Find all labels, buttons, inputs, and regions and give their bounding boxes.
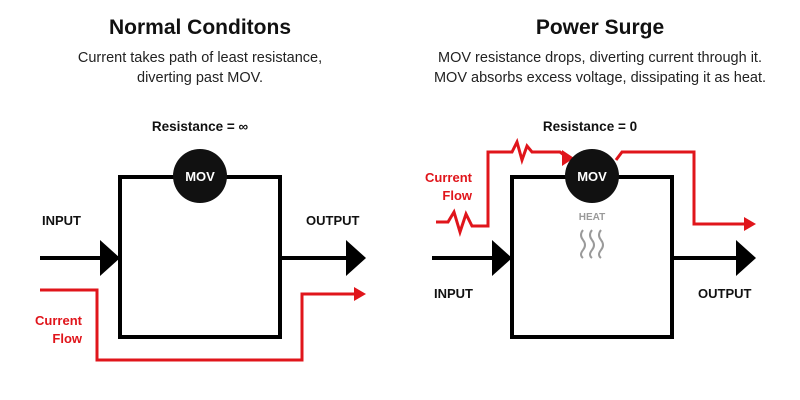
surge-title: Power Surge <box>535 16 665 39</box>
output-arrow-icon <box>346 240 366 276</box>
mov-label: MOV <box>185 169 215 184</box>
mov-component <box>565 149 619 203</box>
surge-circuit-diagram: MOV HEAT <box>432 137 756 339</box>
mov-component <box>173 149 227 203</box>
surge-description: MOV resistance drops, diverting current … <box>400 48 800 88</box>
current-into-mov-arrow-icon <box>562 150 574 166</box>
input-arrow-icon <box>100 240 120 276</box>
normal-current-label-line-2: Flow <box>52 331 82 346</box>
mov-label: MOV <box>577 169 607 184</box>
power-surge-panel: Power Surge MOV resistance drops, divert… <box>400 0 800 400</box>
normal-circuit-diagram: MOV <box>40 149 366 362</box>
current-flow-path <box>40 288 356 362</box>
normal-title: Normal Conditons <box>109 16 291 39</box>
normal-description: Current takes path of least resistance, … <box>0 48 400 88</box>
heat-label: HEAT <box>579 212 605 223</box>
surge-output-label: OUTPUT <box>698 286 752 301</box>
heat-waves-icon <box>580 229 604 259</box>
input-arrow-icon <box>492 240 512 276</box>
surge-resistance-label: Resistance = 0 <box>542 119 638 134</box>
surge-current-flow-label: Current Flow <box>410 169 472 205</box>
normal-current-flow-label: Current Flow <box>20 312 82 348</box>
normal-resistance-label: Resistance = ∞ <box>151 119 249 134</box>
normal-description-line-2: diverting past MOV. <box>137 70 263 86</box>
normal-conditions-panel: Normal Conditons Current takes path of l… <box>0 16 400 362</box>
current-arrow-icon <box>354 287 366 301</box>
surge-description-line-2: MOV absorbs excess voltage, dissipating … <box>433 70 767 86</box>
surge-current-label-line-1: Current <box>425 170 472 185</box>
normal-current-label-line-1: Current <box>35 313 82 328</box>
surge-current-path-in <box>436 137 569 237</box>
surge-current-label-line-2: Flow <box>442 188 472 203</box>
normal-description-line-1: Current takes path of least resistance, <box>77 50 323 66</box>
output-arrow-icon <box>736 240 756 276</box>
normal-input-label: INPUT <box>42 213 81 228</box>
current-arrow-icon <box>744 217 756 231</box>
surge-description-line-1: MOV resistance drops, diverting current … <box>438 50 762 66</box>
surge-current-path-out <box>614 150 746 226</box>
normal-output-label: OUTPUT <box>306 213 360 228</box>
surge-input-label: INPUT <box>434 286 473 301</box>
